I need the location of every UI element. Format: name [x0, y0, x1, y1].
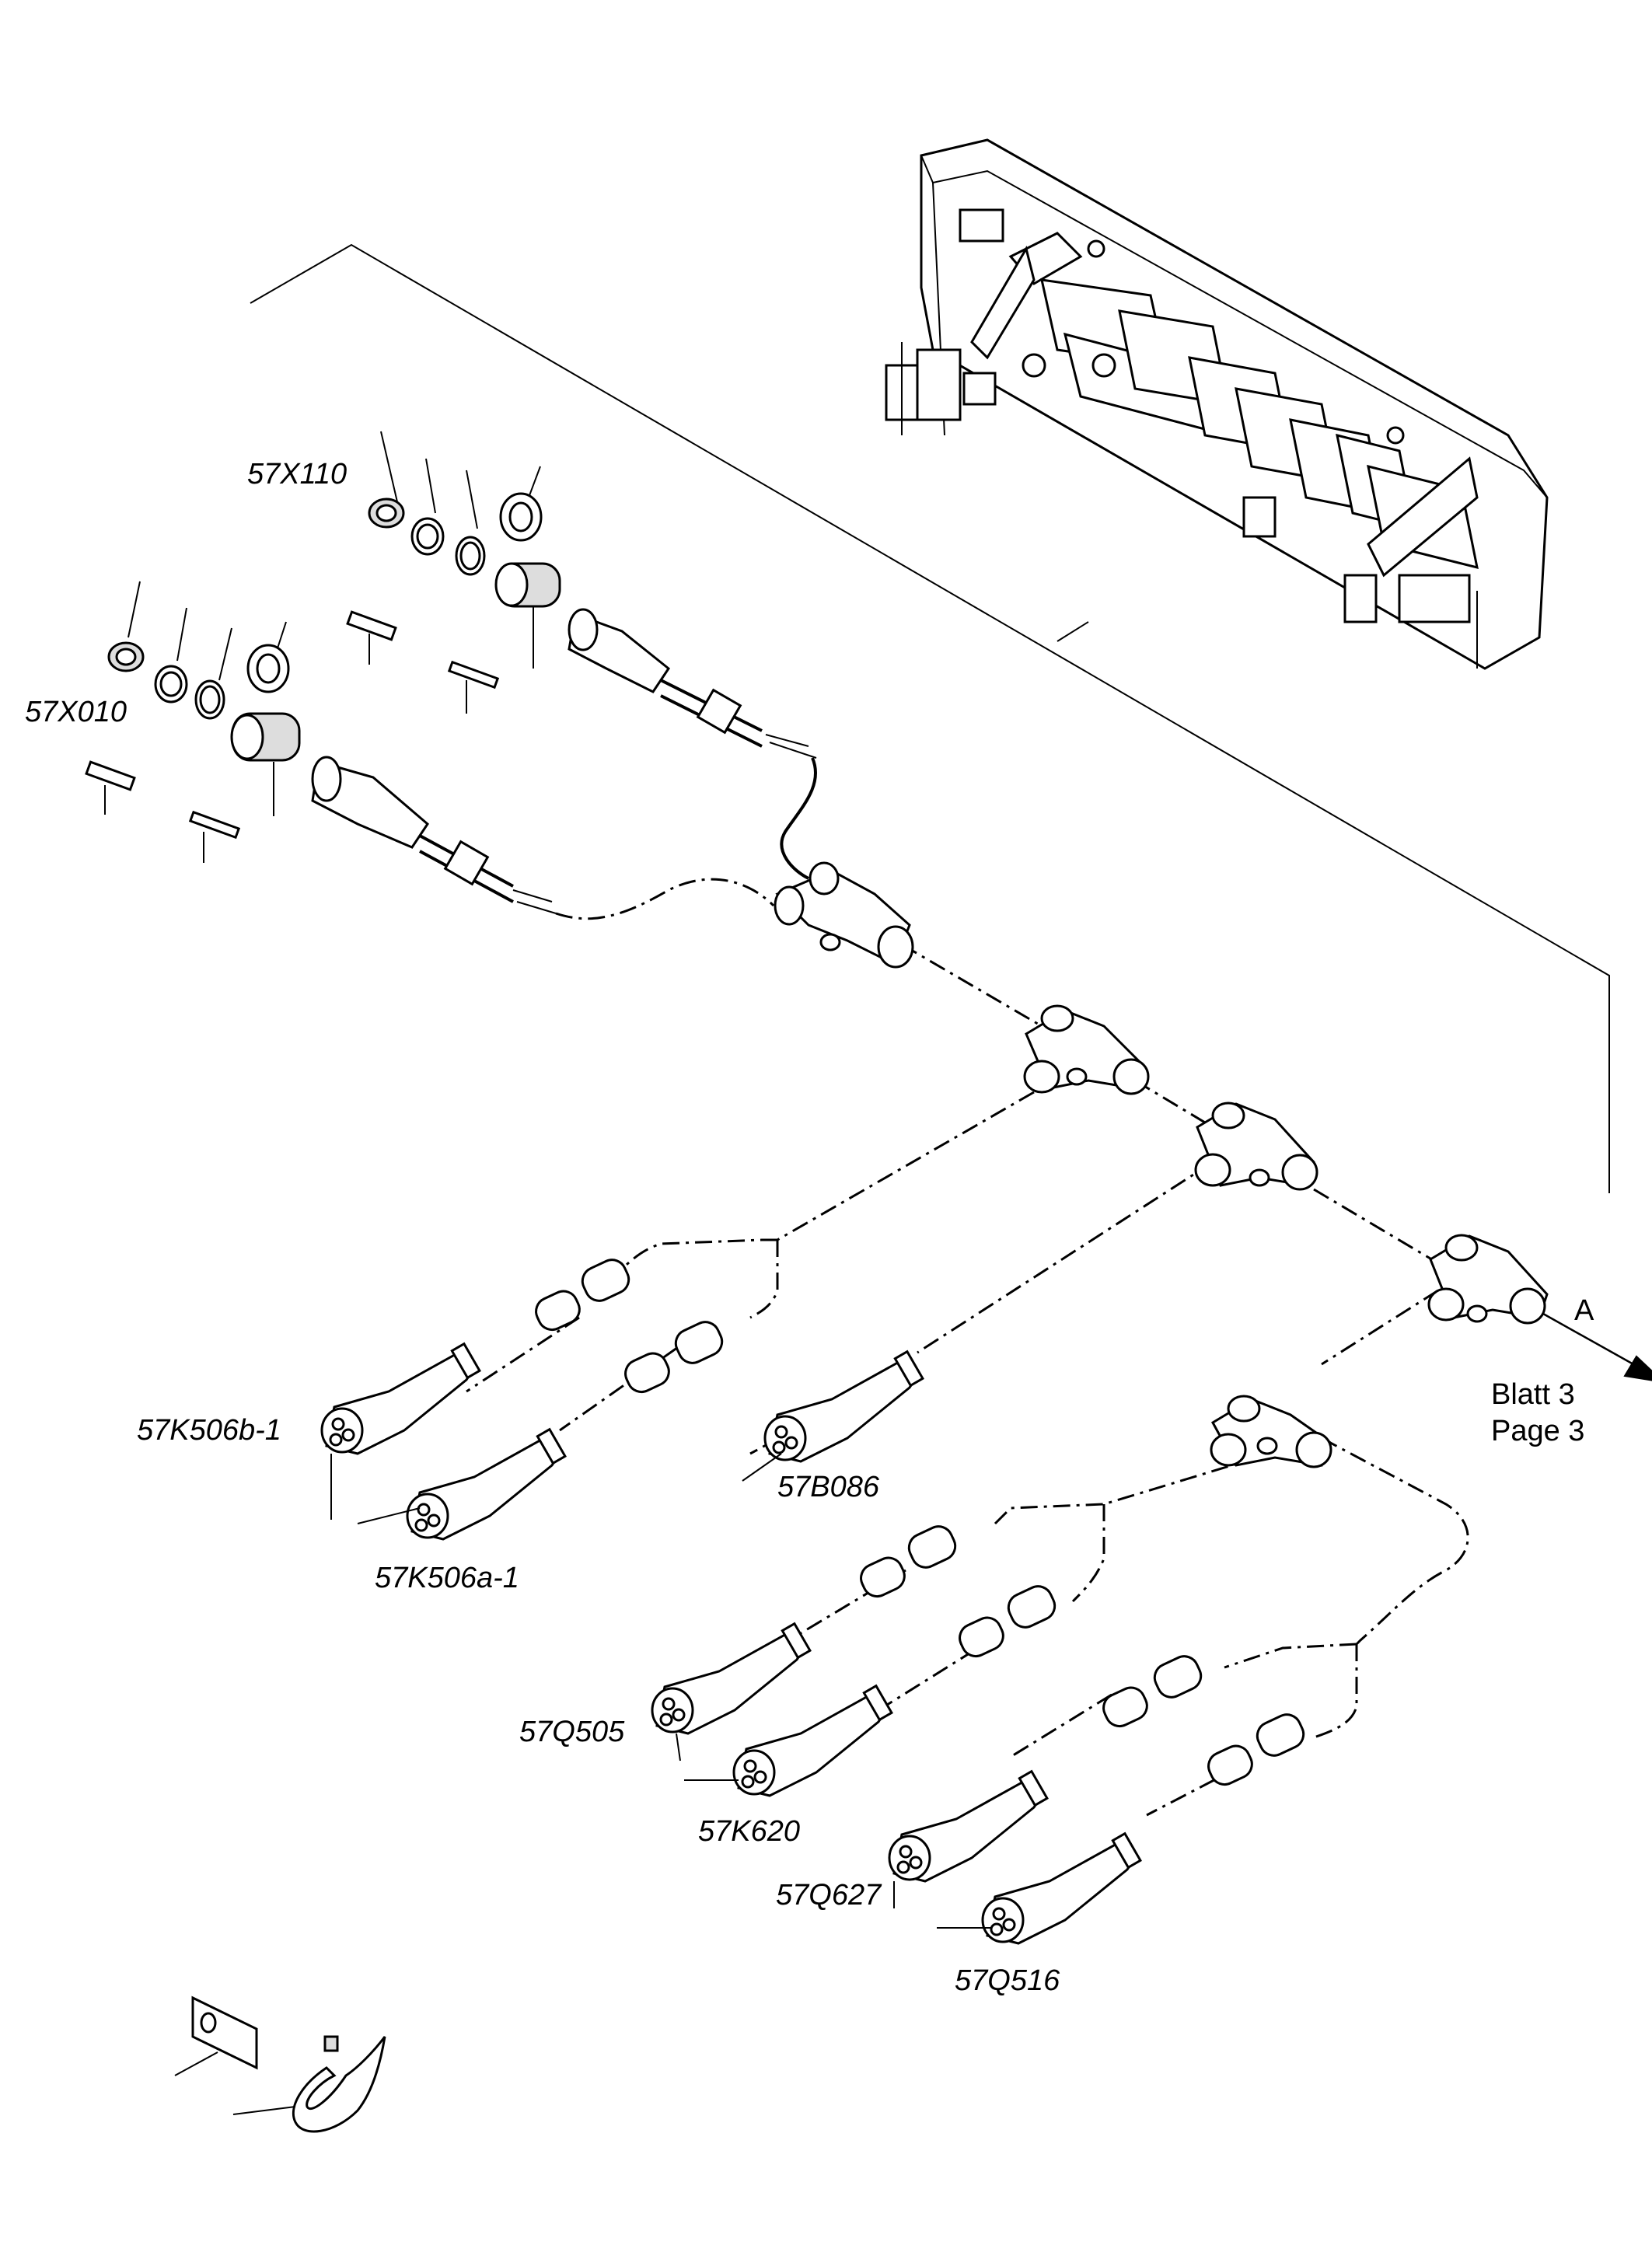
frame-outline: [250, 243, 1610, 1193]
plug-57k620: [684, 1684, 893, 1797]
sleeves-57q516: [1207, 1713, 1305, 1786]
t-distributor-2: [1194, 1102, 1318, 1191]
plug-57q505: [651, 1622, 812, 1761]
pin-gauge: [85, 760, 136, 791]
sleeves-57k506a-1: [624, 1321, 724, 1394]
marker-tag: [174, 1995, 258, 2076]
t-distributor-1: [1023, 1004, 1150, 1095]
cable-routing: [466, 757, 1469, 1817]
plug-57b086: [742, 1349, 924, 1482]
label-57k620: 57K620: [698, 1815, 800, 1848]
label-57x010: 57X010: [25, 696, 127, 728]
sheet-ref-de: Blatt 3: [1491, 1378, 1575, 1411]
contact-pin: [188, 810, 241, 840]
y-splitter: [774, 861, 914, 969]
label-57k506a-1: 57K506a-1: [375, 1562, 519, 1594]
sleeves-57q627: [1102, 1655, 1203, 1728]
cable-tie: [232, 2035, 386, 2133]
sleeves-57k506b-1: [535, 1259, 630, 1332]
t-distributor-3: [1427, 1234, 1549, 1325]
t-distributor-4: [1210, 1395, 1332, 1468]
label-57k506b-1: 57K506b-1: [137, 1414, 281, 1447]
sleeves-57q505: [860, 1525, 957, 1598]
pin-gauge: [346, 610, 397, 641]
sleeves-57k620: [959, 1585, 1057, 1658]
connector-kit-57x010: 57X010: [25, 581, 557, 914]
contact-pin: [447, 660, 500, 690]
sheet-ref-en: Page 3: [1491, 1415, 1584, 1447]
connector-kit-57x110: 57X110: [247, 431, 817, 759]
arrow-letter: A: [1574, 1294, 1594, 1327]
label-57q627: 57Q627: [776, 1879, 882, 1912]
plug-57k506b-1: [320, 1342, 481, 1520]
label-57q505: 57Q505: [519, 1716, 625, 1748]
continuation-arrow: A Blatt 3 Page 3: [1491, 1294, 1652, 1447]
plug-57k506a-1: [357, 1427, 567, 1541]
label-57q516: 57Q516: [955, 1964, 1060, 1997]
label-57x110: 57X110: [247, 458, 347, 491]
plug-57q627: [888, 1769, 1049, 1908]
label-57b086: 57B086: [777, 1471, 880, 1503]
plug-57q516: [937, 1831, 1142, 1945]
valve-block-assembly: [885, 138, 1549, 670]
